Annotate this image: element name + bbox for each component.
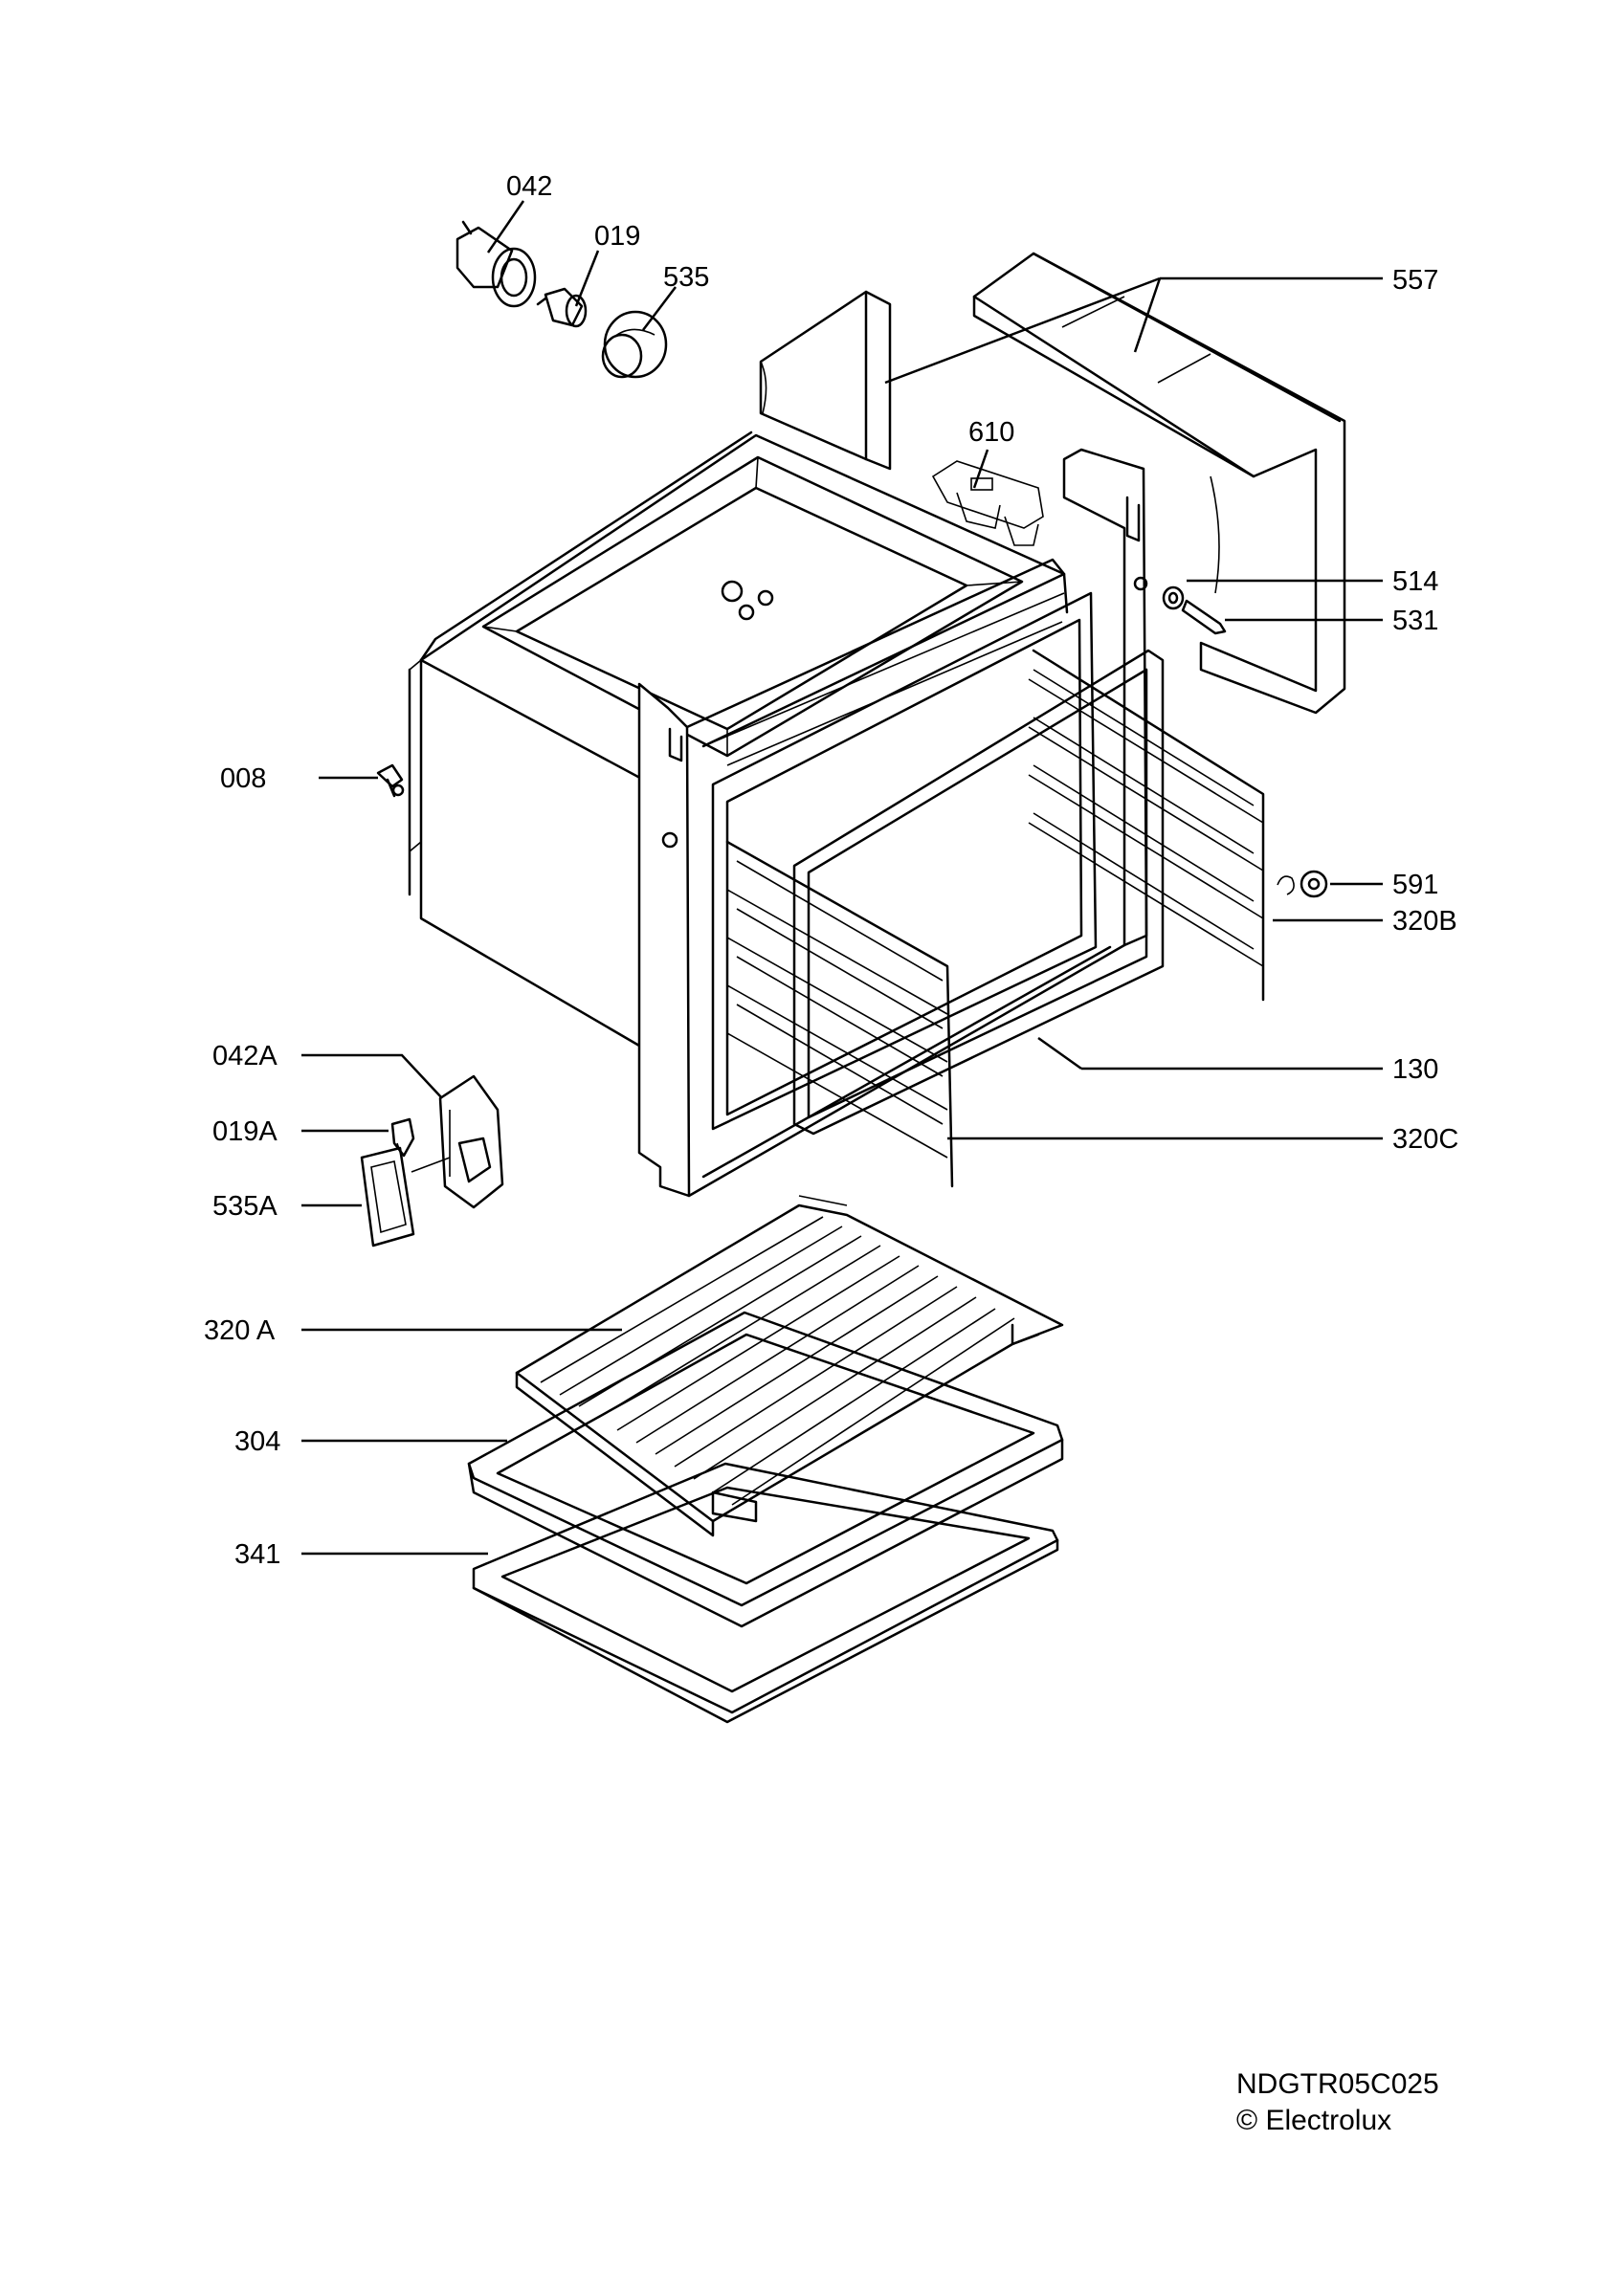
label-008: 008	[220, 763, 266, 794]
label-514: 514	[1392, 566, 1438, 597]
sensor-008-drawing	[376, 763, 405, 798]
leader-lines	[301, 200, 1383, 1556]
bulb-019-drawing	[536, 287, 588, 328]
bracket-610-drawing	[931, 460, 1044, 546]
label-320A: 320 A	[204, 1315, 276, 1346]
tray-frame-341-drawing	[472, 1462, 1059, 1724]
insulation-557-left-drawing	[759, 290, 892, 471]
tray-304-drawing	[467, 1311, 1064, 1628]
label-019: 019	[594, 221, 640, 252]
label-320B: 320B	[1392, 906, 1457, 937]
glass-cover-535-drawing	[601, 310, 668, 379]
label-610: 610	[968, 417, 1014, 448]
door-seal-130-drawing	[792, 649, 1165, 1136]
label-531: 531	[1392, 606, 1438, 636]
label-130: 130	[1392, 1054, 1438, 1085]
label-304: 304	[234, 1426, 280, 1457]
shelf-support-320C-drawing	[725, 840, 954, 1188]
copyright-notice: © Electrolux	[1236, 2105, 1392, 2136]
grommet-591-drawing	[1277, 870, 1328, 898]
insulation-557-wrap-drawing	[972, 252, 1346, 715]
label-535A: 535A	[212, 1191, 278, 1222]
label-019A: 019A	[212, 1116, 278, 1147]
oven-cavity-drawing	[408, 430, 1148, 1198]
label-557: 557	[1392, 265, 1438, 296]
diagram-code: NDGTR05C025	[1236, 2068, 1439, 2100]
label-535: 535	[663, 262, 709, 293]
grid-shelf-320A-drawing	[515, 1195, 1064, 1537]
label-320C: 320C	[1392, 1124, 1458, 1155]
side-lamp-assembly-drawing	[360, 1074, 504, 1247]
label-591: 591	[1392, 870, 1438, 900]
screw-514-531-drawing	[1162, 585, 1227, 635]
label-042A: 042A	[212, 1041, 278, 1071]
label-042: 042	[506, 171, 552, 202]
label-341: 341	[234, 1539, 280, 1570]
lamp-holder-042-drawing	[455, 220, 537, 308]
